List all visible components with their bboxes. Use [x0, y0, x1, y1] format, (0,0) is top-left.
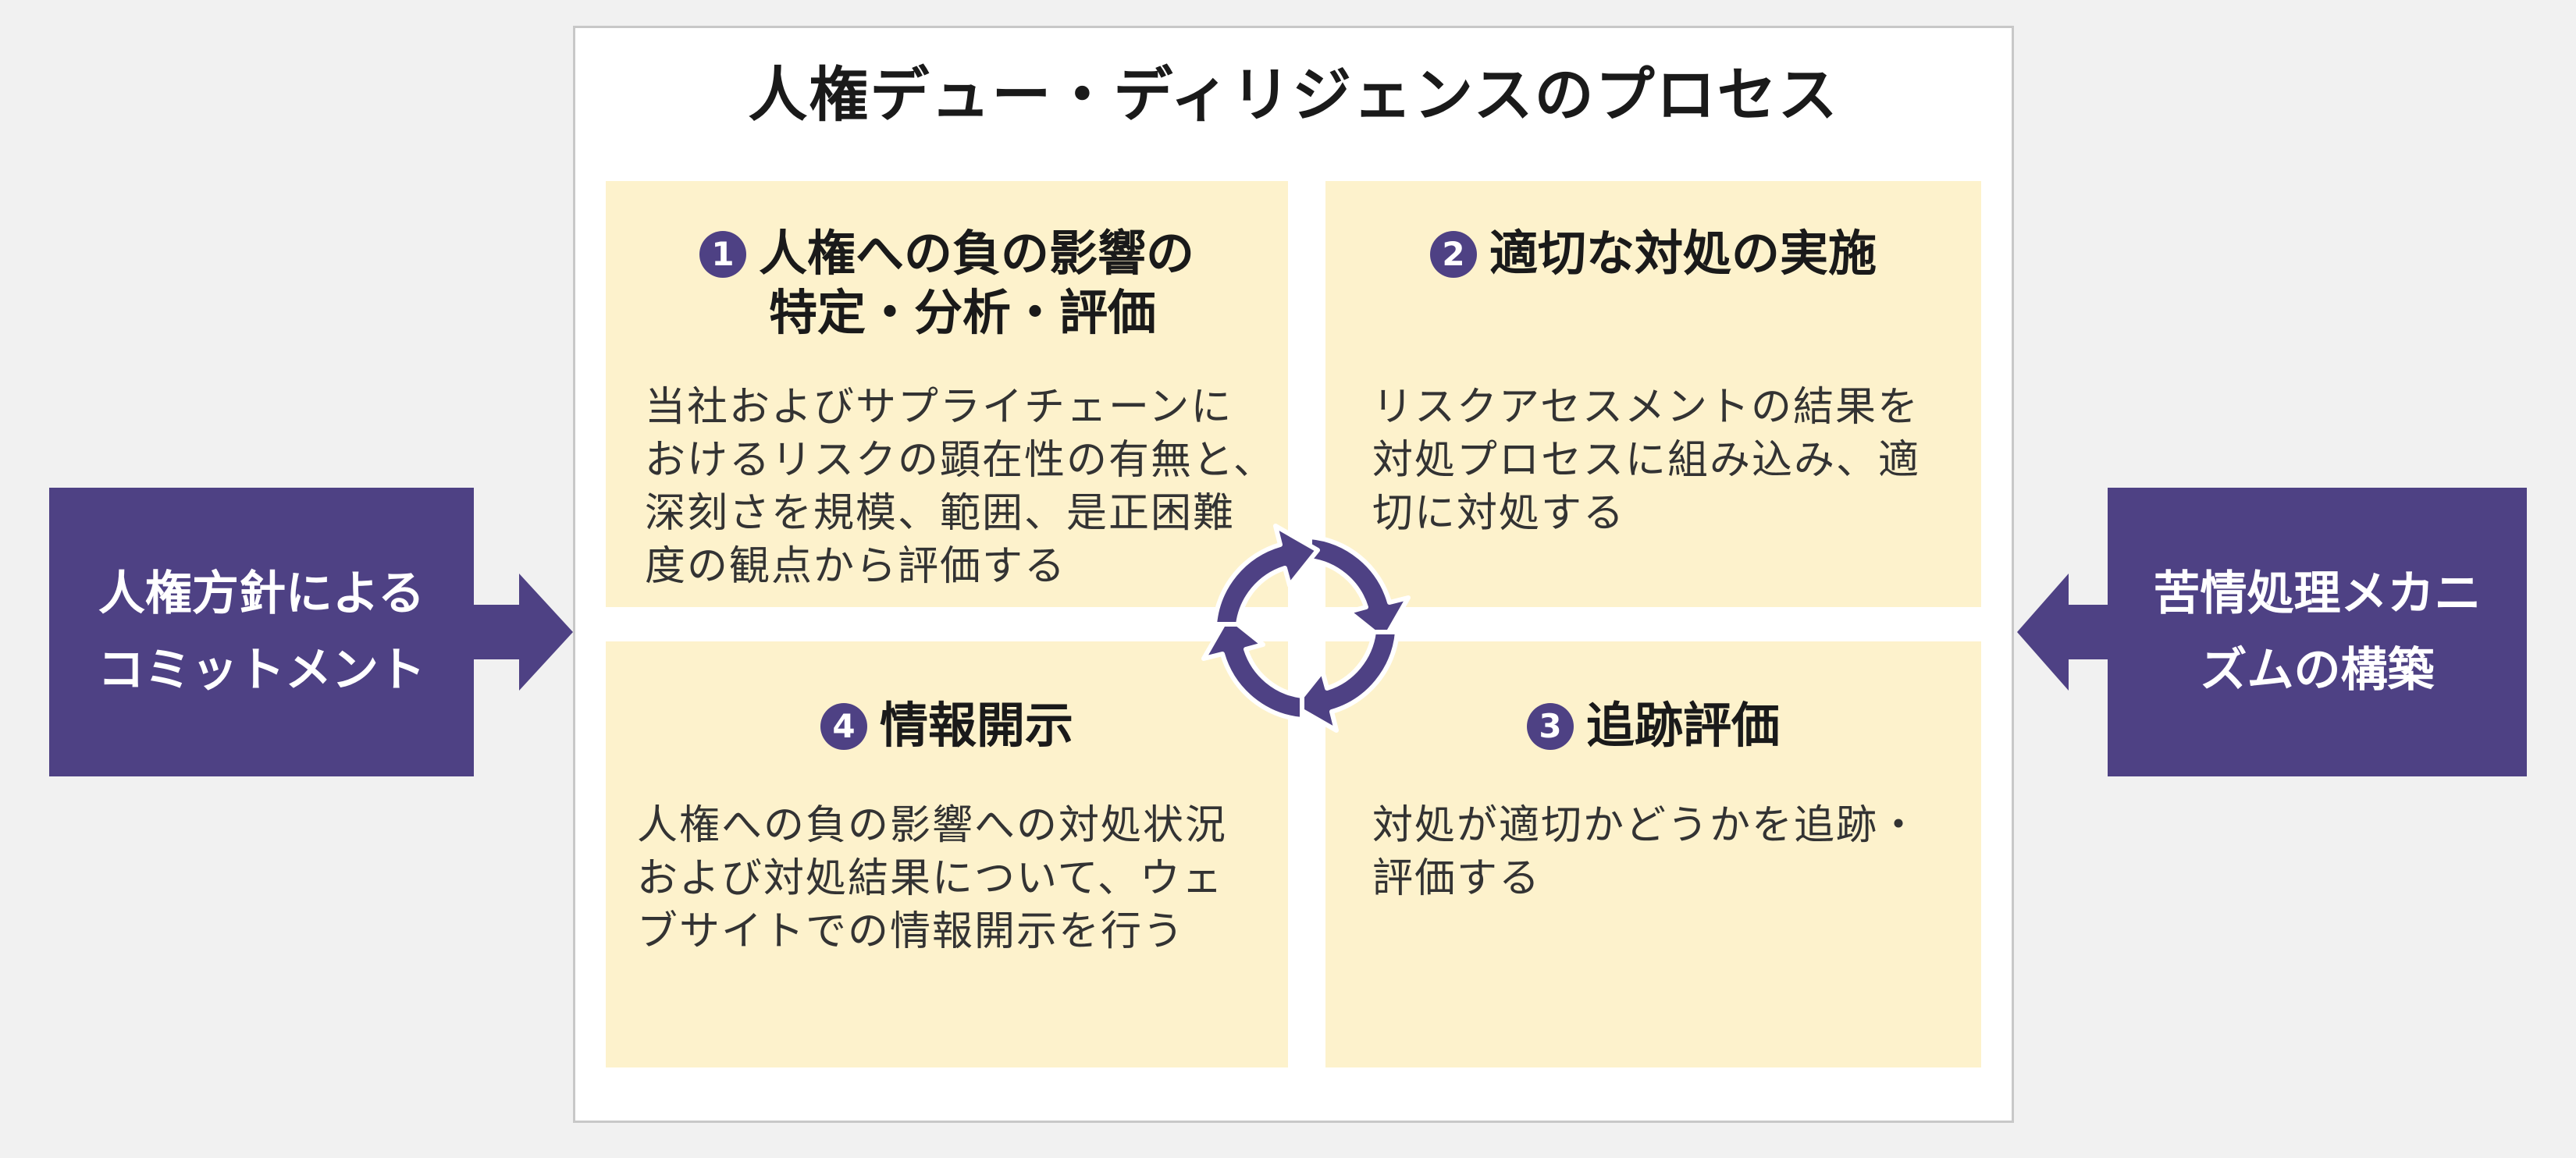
body-line: おけるリスクの顕在性の有無と、 — [645, 437, 1276, 484]
body-line: 対処が適切かどうかを追跡・ — [1372, 802, 1921, 849]
body-line: 人権への負の影響への対処状況 — [637, 802, 1228, 849]
diagram-title: 人権デュー・ディリジェンスのプロセス — [748, 60, 1839, 130]
quadrant-4-heading-text: 情報開示 — [879, 697, 1073, 754]
cycle-arrows-icon — [1201, 524, 1411, 733]
quadrant-1-heading-line2: 特定・分析・評価 — [768, 284, 1156, 341]
body-line: および対処結果について、ウェ — [637, 855, 1224, 902]
quadrant-information-disclosure: 4 情報開示 人権への負の影響への対処状況 および対処結果について、ウェ ブサイト… — [606, 641, 1288, 1067]
commitment-line2: コミットメント — [98, 643, 425, 698]
body-line: ブサイトでの情報開示を行う — [637, 908, 1186, 955]
quadrant-2-body: リスクアセスメントの結果を 対処プロセスに組み込み、適 切に対処する — [1372, 381, 1920, 540]
commitment-line1: 人権方針による — [98, 567, 425, 621]
quadrant-4-body: 人権への負の影響への対処状況 および対処結果について、ウェ ブサイトでの情報開示… — [637, 799, 1227, 958]
quadrant-2-heading: 2 適切な対処の実施 — [1325, 224, 1981, 283]
step-number-badge: 1 — [699, 231, 746, 278]
right-arrow-icon — [468, 574, 573, 691]
quadrant-1-body: 当社およびサプライチェーンに おけるリスクの顕在性の有無と、 深刻さを規模、範囲… — [645, 381, 1276, 593]
grievance-line2: ズムの構築 — [2200, 643, 2435, 698]
body-line: 対処プロセスに組み込み、適 — [1372, 437, 1921, 484]
quadrant-4-heading: 4 情報開示 — [606, 696, 1288, 755]
body-line: 深刻さを規模、範囲、是正困難 — [645, 490, 1236, 537]
body-line: 切に対処する — [1372, 490, 1626, 537]
body-line: リスクアセスメントの結果を — [1372, 384, 1920, 431]
step-number-badge: 4 — [820, 703, 867, 750]
commitment-box: 人権方針による コミットメント — [49, 488, 474, 776]
step-number-badge: 2 — [1429, 231, 1477, 278]
grievance-line1: 苦情処理メカニ — [2153, 567, 2482, 621]
grievance-mechanism-box: 苦情処理メカニ ズムの構築 — [2108, 488, 2527, 776]
step-number-badge: 3 — [1526, 703, 1574, 750]
quadrant-appropriate-action: 2 適切な対処の実施 リスクアセスメントの結果を 対処プロセスに組み込み、適 切に… — [1325, 181, 1981, 607]
body-line: 度の観点から評価する — [645, 543, 1067, 590]
body-line: 当社およびサプライチェーンに — [645, 384, 1233, 431]
body-line: 評価する — [1372, 855, 1542, 902]
quadrant-3-heading-text: 追跡評価 — [1585, 697, 1780, 754]
quadrant-1-heading: 1 人権への負の影響の 特定・分析・評価 — [606, 224, 1288, 343]
quadrant-3-body: 対処が適切かどうかを追跡・ 評価する — [1372, 799, 1920, 905]
quadrant-1-heading-line1: 人権への負の影響の — [758, 225, 1194, 282]
quadrant-identify-analyze-evaluate: 1 人権への負の影響の 特定・分析・評価 当社およびサプライチェーンに おけるリス… — [606, 181, 1288, 607]
left-arrow-icon — [2017, 574, 2115, 691]
quadrant-2-heading-text: 適切な対処の実施 — [1489, 225, 1877, 282]
